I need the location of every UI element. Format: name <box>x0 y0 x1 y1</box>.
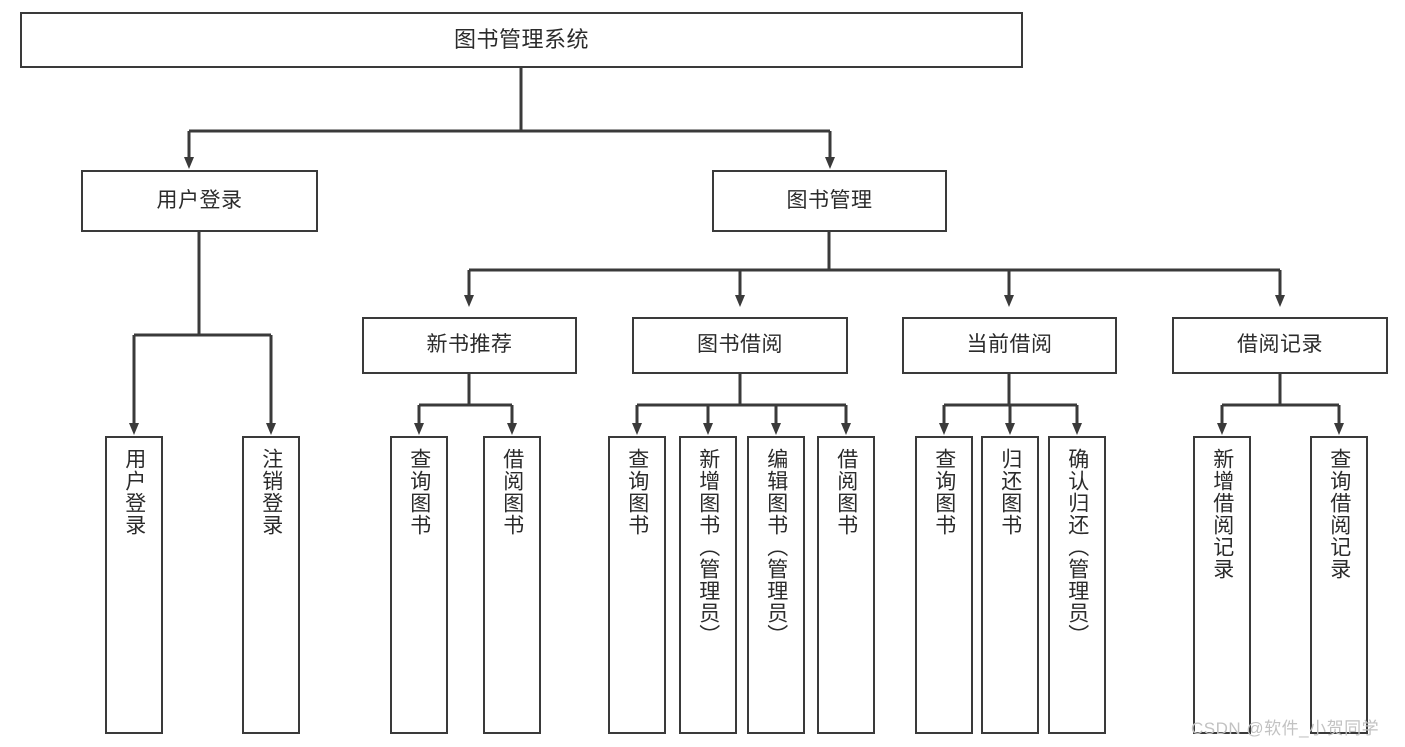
node-new-book-recommend[interactable]: 新书推荐 <box>362 317 577 374</box>
leaf-record-query-label: 查询借阅记录 <box>1327 448 1351 580</box>
leaf-borrow-edit-book-label: 编辑图书（管理员） <box>764 448 788 646</box>
node-borrow-record[interactable]: 借阅记录 <box>1172 317 1388 374</box>
leaf-current-confirm-return-label: 确认归还（管理员） <box>1065 448 1089 646</box>
leaf-current-confirm-return[interactable]: 确认归还（管理员） <box>1048 436 1106 734</box>
leaf-newbook-borrow-book[interactable]: 借阅图书 <box>483 436 541 734</box>
leaf-user-logout-label: 注销登录 <box>259 448 283 536</box>
leaf-borrow-borrow-book-label: 借阅图书 <box>834 448 858 536</box>
leaf-record-query[interactable]: 查询借阅记录 <box>1310 436 1368 734</box>
node-book-borrow[interactable]: 图书借阅 <box>632 317 848 374</box>
leaf-current-return-book[interactable]: 归还图书 <box>981 436 1039 734</box>
leaf-current-query-book-label: 查询图书 <box>932 448 956 536</box>
leaf-borrow-query-book[interactable]: 查询图书 <box>608 436 666 734</box>
leaf-record-add[interactable]: 新增借阅记录 <box>1193 436 1251 734</box>
csdn-watermark: CSDN @软件_小贺同学 <box>1191 719 1380 738</box>
leaf-current-return-book-label: 归还图书 <box>998 448 1022 536</box>
node-book-management[interactable]: 图书管理 <box>712 170 947 232</box>
leaf-newbook-query-book[interactable]: 查询图书 <box>390 436 448 734</box>
node-root-label: 图书管理系统 <box>453 27 589 53</box>
leaf-borrow-borrow-book[interactable]: 借阅图书 <box>817 436 875 734</box>
node-current-borrow[interactable]: 当前借阅 <box>902 317 1117 374</box>
leaf-record-add-label: 新增借阅记录 <box>1210 448 1234 580</box>
leaf-borrow-query-book-label: 查询图书 <box>625 448 649 536</box>
leaf-user-login-label: 用户登录 <box>122 448 146 536</box>
leaf-borrow-add-book[interactable]: 新增图书（管理员） <box>679 436 737 734</box>
leaf-borrow-add-book-label: 新增图书（管理员） <box>696 448 720 646</box>
node-root-system[interactable]: 图书管理系统 <box>20 12 1023 68</box>
node-user-login[interactable]: 用户登录 <box>81 170 318 232</box>
node-current-borrow-label: 当前借阅 <box>966 333 1053 357</box>
node-borrow-record-label: 借阅记录 <box>1237 333 1323 357</box>
node-book-borrow-label: 图书借阅 <box>697 333 783 357</box>
node-book-management-label: 图书管理 <box>786 188 873 212</box>
leaf-user-login[interactable]: 用户登录 <box>105 436 163 734</box>
leaf-newbook-borrow-book-label: 借阅图书 <box>500 448 524 536</box>
leaf-user-logout[interactable]: 注销登录 <box>242 436 300 734</box>
leaf-newbook-query-book-label: 查询图书 <box>407 448 431 536</box>
leaf-current-query-book[interactable]: 查询图书 <box>915 436 973 734</box>
leaf-borrow-edit-book[interactable]: 编辑图书（管理员） <box>747 436 805 734</box>
node-new-book-recommend-label: 新书推荐 <box>426 333 513 357</box>
node-user-login-label: 用户登录 <box>156 188 243 212</box>
